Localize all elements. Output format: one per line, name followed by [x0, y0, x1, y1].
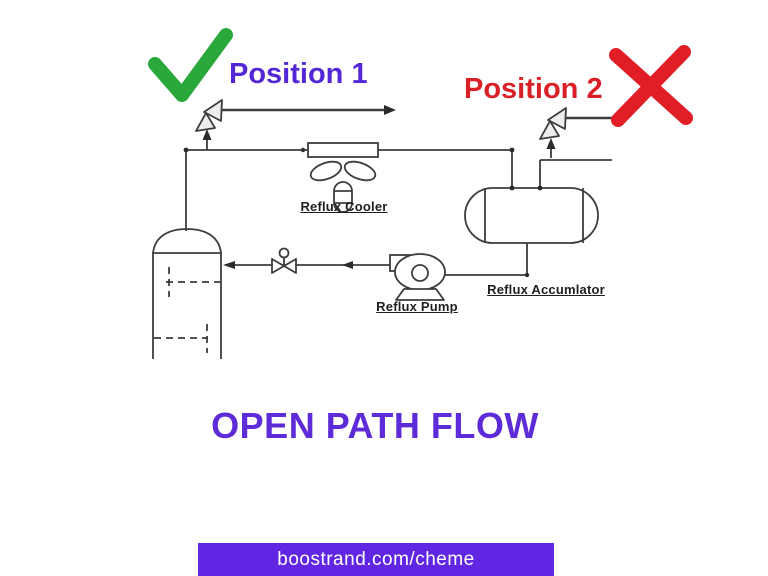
centrifugal-pump-icon — [389, 253, 446, 301]
reflux-cooler-label: Reflux Cooler — [300, 199, 388, 214]
position2-label: Position 2 — [464, 73, 603, 105]
distillation-column — [152, 228, 222, 359]
reflux-cooler — [307, 142, 379, 213]
reflux-accumulator — [464, 187, 599, 244]
fan-icon — [309, 160, 377, 213]
footer-url: boostrand.com/cheme — [277, 548, 475, 570]
page-title: OPEN PATH FLOW — [211, 405, 539, 446]
footer-banner: boostrand.com/cheme — [198, 543, 554, 576]
position1-label: Position 1 — [229, 58, 368, 90]
manual-valve-icon — [271, 247, 297, 274]
pipe-junction-dots — [183, 147, 543, 278]
relief-valve-icon — [195, 99, 396, 150]
column-tray-lines — [154, 267, 221, 353]
reflux-accumulator-label: Reflux Accumlator — [487, 282, 605, 297]
reflux-return-line — [223, 247, 390, 274]
open-path-arrow-position1 — [222, 105, 396, 115]
reflux-pump-label: Reflux Pump — [376, 299, 458, 314]
check-icon — [148, 28, 233, 102]
cross-icon — [609, 45, 693, 127]
accumulator-vent-line — [539, 159, 612, 188]
